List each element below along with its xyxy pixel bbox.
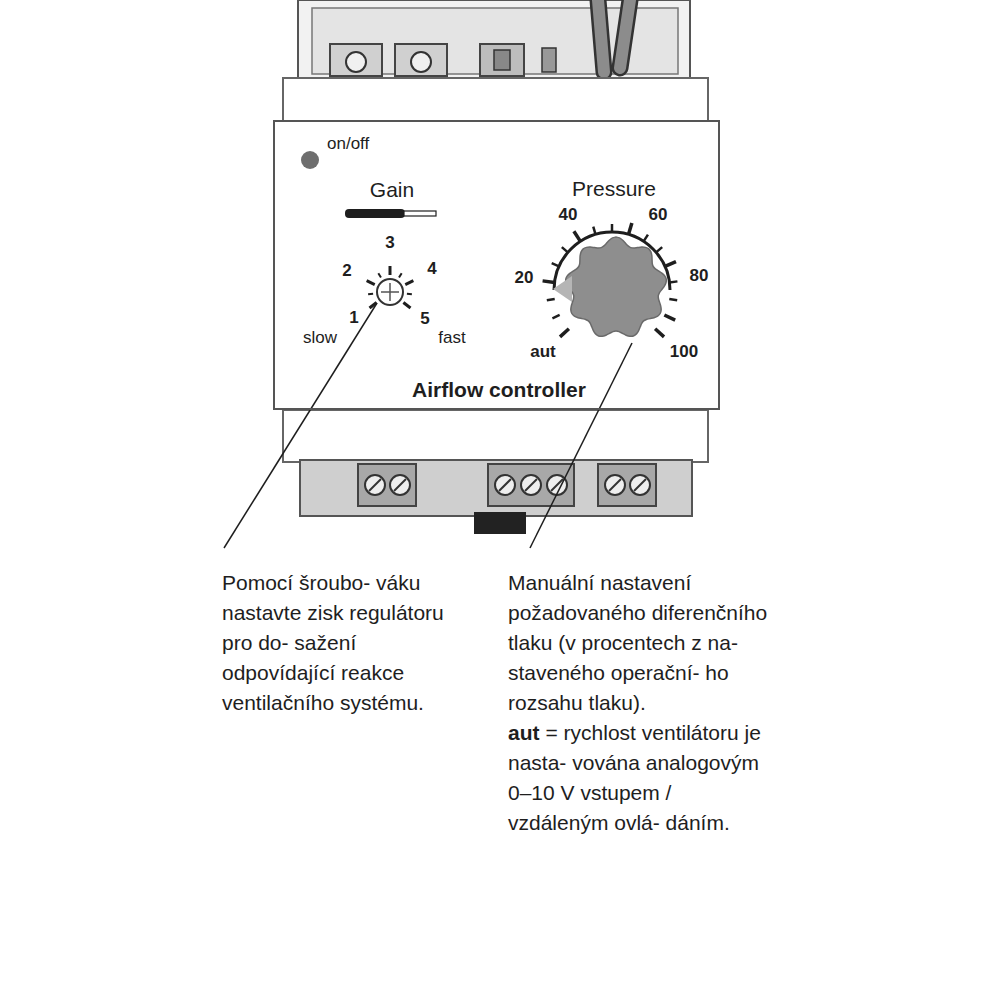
screw-slot xyxy=(389,283,391,301)
callout-text: Manuální nastavení požadovaného diferenč… xyxy=(508,568,770,718)
gain-tick xyxy=(367,281,375,285)
gain-potentiometer xyxy=(377,279,403,305)
pressure-tick xyxy=(628,223,631,235)
terminal-slot xyxy=(494,50,510,70)
top-housing xyxy=(298,0,690,78)
pressure-scale-number: 100 xyxy=(670,343,698,362)
gain-tick xyxy=(378,273,381,277)
front-panel: on/offGain PressureAirflow controller xyxy=(273,120,720,410)
cable xyxy=(620,0,630,68)
screwdriver-shaft xyxy=(404,211,436,216)
terminal-screw xyxy=(346,52,366,72)
screw-slot xyxy=(369,479,381,491)
callout-text: = rychlost ventilátoru je nasta- vována … xyxy=(508,721,761,834)
top-terminal xyxy=(330,44,382,76)
screw-slot xyxy=(525,479,537,491)
panel-label: Airflow controller xyxy=(412,378,586,401)
pressure-scale-auto: aut xyxy=(530,343,556,362)
screwdriver-handle xyxy=(345,209,405,218)
panel-label: Pressure xyxy=(572,177,656,200)
leader-line xyxy=(530,343,632,548)
bottom-terminal xyxy=(358,464,416,506)
pressure-tick xyxy=(560,329,569,337)
upper-body xyxy=(283,78,708,122)
gain-dial xyxy=(367,266,414,308)
terminal-screw xyxy=(605,475,625,495)
pressure-tick xyxy=(593,227,595,235)
screw-slot xyxy=(499,479,511,491)
pressure-tick xyxy=(670,281,678,282)
terminal-screws xyxy=(365,475,650,495)
pressure-ticks xyxy=(543,223,678,337)
gain-scale-end: fast xyxy=(438,329,465,348)
pressure-tick xyxy=(543,281,555,283)
callout-gain: Pomocí šroubo- váku nastavte zisk regulá… xyxy=(222,568,472,718)
pressure-tick xyxy=(552,263,559,266)
gain-scale-number: 3 xyxy=(385,234,394,253)
callout-keyword: aut xyxy=(508,721,540,744)
gain-scale-number: 4 xyxy=(427,260,436,279)
gain-tick xyxy=(399,273,402,277)
cable xyxy=(598,0,604,72)
terminal-screw xyxy=(495,475,515,495)
callout-pressure: Manuální nastavení požadovaného diferenč… xyxy=(508,568,770,838)
terminal-screw xyxy=(365,475,385,495)
bottom-terminal-strip xyxy=(300,460,692,516)
callout-text: Pomocí šroubo- váku nastavte zisk regulá… xyxy=(222,568,472,718)
gain-tick xyxy=(407,293,412,296)
top-terminal xyxy=(395,44,447,76)
pressure-tick xyxy=(655,329,664,337)
panel-label: on/off xyxy=(327,135,369,154)
lower-body xyxy=(283,410,708,462)
terminal-screw xyxy=(521,475,541,495)
led xyxy=(301,151,319,169)
gain-scale-number: 2 xyxy=(342,262,351,281)
din-clip xyxy=(474,512,526,534)
pressure-tick xyxy=(656,247,662,252)
pressure-tick xyxy=(574,231,581,241)
bottom-terminal xyxy=(598,464,656,506)
screw-slot xyxy=(634,479,646,491)
terminal-screw xyxy=(630,475,650,495)
pressure-scale-number: 60 xyxy=(649,206,668,225)
pressure-tick xyxy=(644,235,648,242)
leader-line xyxy=(224,303,377,548)
pressure-tick xyxy=(547,299,555,300)
switch xyxy=(542,48,556,72)
pressure-tick xyxy=(669,299,677,300)
terminal-screw xyxy=(390,475,410,495)
gain-tick xyxy=(389,266,392,275)
terminal-screw xyxy=(411,52,431,72)
screw-slot xyxy=(609,479,621,491)
panel-label: Gain xyxy=(370,178,414,201)
cable xyxy=(620,0,630,68)
cable xyxy=(598,0,604,72)
pressure-tick xyxy=(665,262,676,267)
pressure-tick xyxy=(562,247,568,252)
pressure-tick xyxy=(664,315,675,320)
pressure-scale-number: 20 xyxy=(515,269,534,288)
gain-tick xyxy=(403,302,410,308)
pressure-knob xyxy=(566,237,667,336)
gain-scale-number: 5 xyxy=(420,310,429,329)
pressure-tick xyxy=(611,224,614,232)
gain-tick xyxy=(405,281,413,285)
knob-pointer xyxy=(553,276,572,302)
front-panel-ground xyxy=(273,120,720,410)
top-terminal xyxy=(480,44,524,76)
screw-slot xyxy=(394,479,406,491)
gain-scale-number: 1 xyxy=(349,309,358,328)
pressure-tick xyxy=(552,315,559,318)
gain-tick xyxy=(368,293,373,296)
gain-scale-end: slow xyxy=(303,329,337,348)
pressure-scale-number: 40 xyxy=(559,206,578,225)
pressure-scale-number: 80 xyxy=(690,267,709,286)
